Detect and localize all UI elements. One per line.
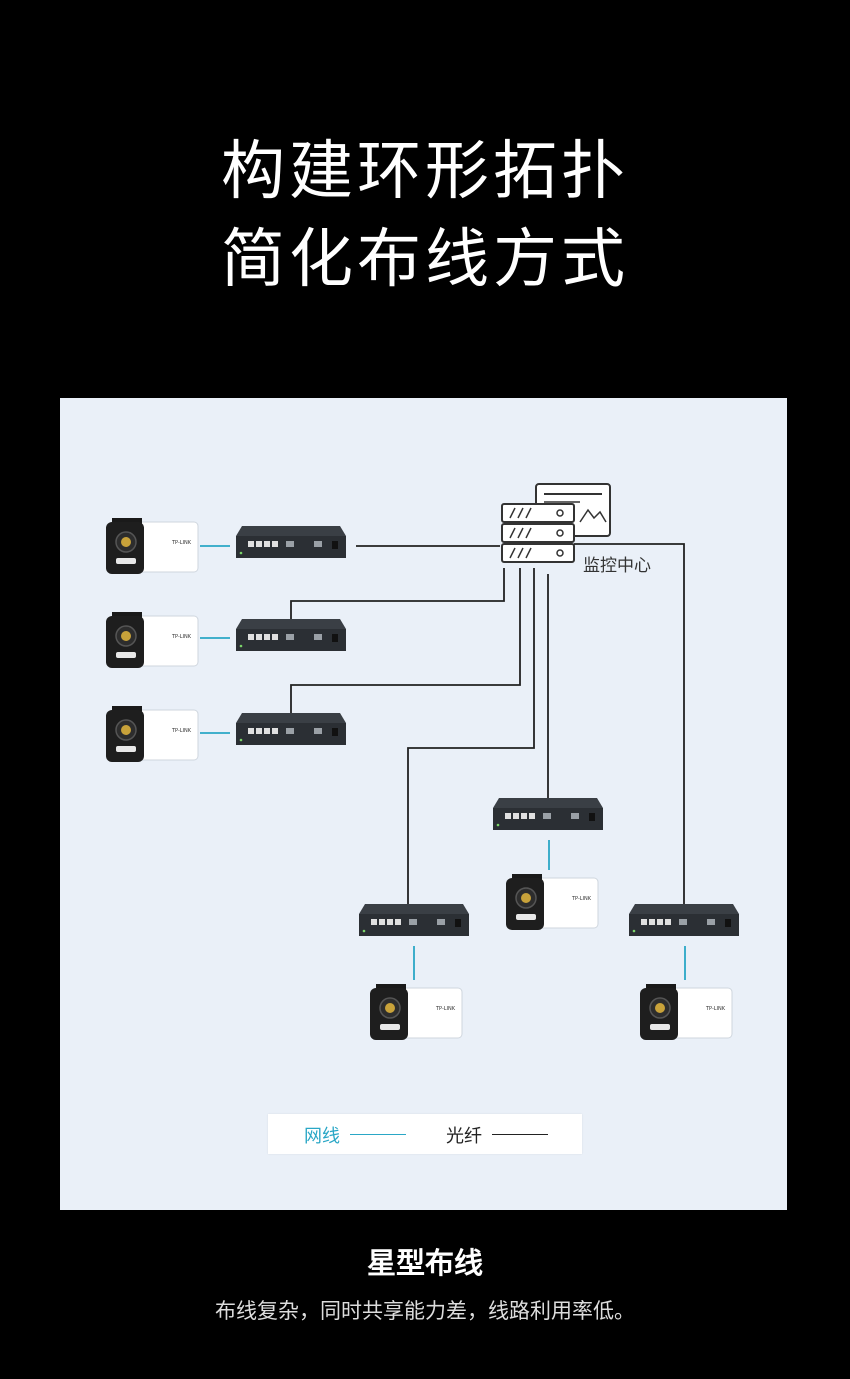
poe-switch-icon xyxy=(493,798,603,830)
caption-title: 星型布线 xyxy=(366,1246,483,1280)
fiber-link-switch-6 xyxy=(574,543,685,904)
legend: 网线 光纤 xyxy=(268,1114,582,1154)
camera-icon xyxy=(505,873,599,931)
monitoring-center-label: 监控中心 xyxy=(583,556,651,576)
poe-switch-icon xyxy=(236,619,346,651)
topology-drawing: TP-LINK xyxy=(105,483,739,1041)
camera-icon xyxy=(369,983,463,1041)
camera-icon xyxy=(105,705,199,763)
headline-line-1: 构建环形拓扑 xyxy=(221,135,629,209)
camera-icon xyxy=(105,517,199,575)
fiber-links xyxy=(290,543,685,904)
fiber-link-switch-4 xyxy=(407,568,535,904)
poe-switch-icon xyxy=(629,904,739,936)
headline-line-2: 简化布线方式 xyxy=(221,223,629,297)
ethernet-links xyxy=(200,545,686,980)
legend-ethernet-line xyxy=(350,1134,406,1135)
camera-icon xyxy=(105,611,199,669)
fiber-link-switch-3 xyxy=(290,568,521,716)
camera-icon xyxy=(639,983,733,1041)
legend-fiber-label: 光纤 xyxy=(446,1126,482,1147)
topology-diagram: TP-LINK xyxy=(60,398,787,1210)
legend-ethernet-label: 网线 xyxy=(304,1126,340,1147)
server-rack-icon xyxy=(501,503,575,563)
legend-fiber-line xyxy=(492,1134,548,1135)
poe-switch-icon xyxy=(236,526,346,558)
headline: 构建环形拓扑 简化布线方式 xyxy=(0,128,850,304)
caption-body: 布线复杂，同时共享能力差，线路利用率低。 xyxy=(215,1299,635,1323)
poe-switch-icon xyxy=(359,904,469,936)
poe-switch-icon xyxy=(236,713,346,745)
fiber-link-switch-2 xyxy=(290,568,505,623)
